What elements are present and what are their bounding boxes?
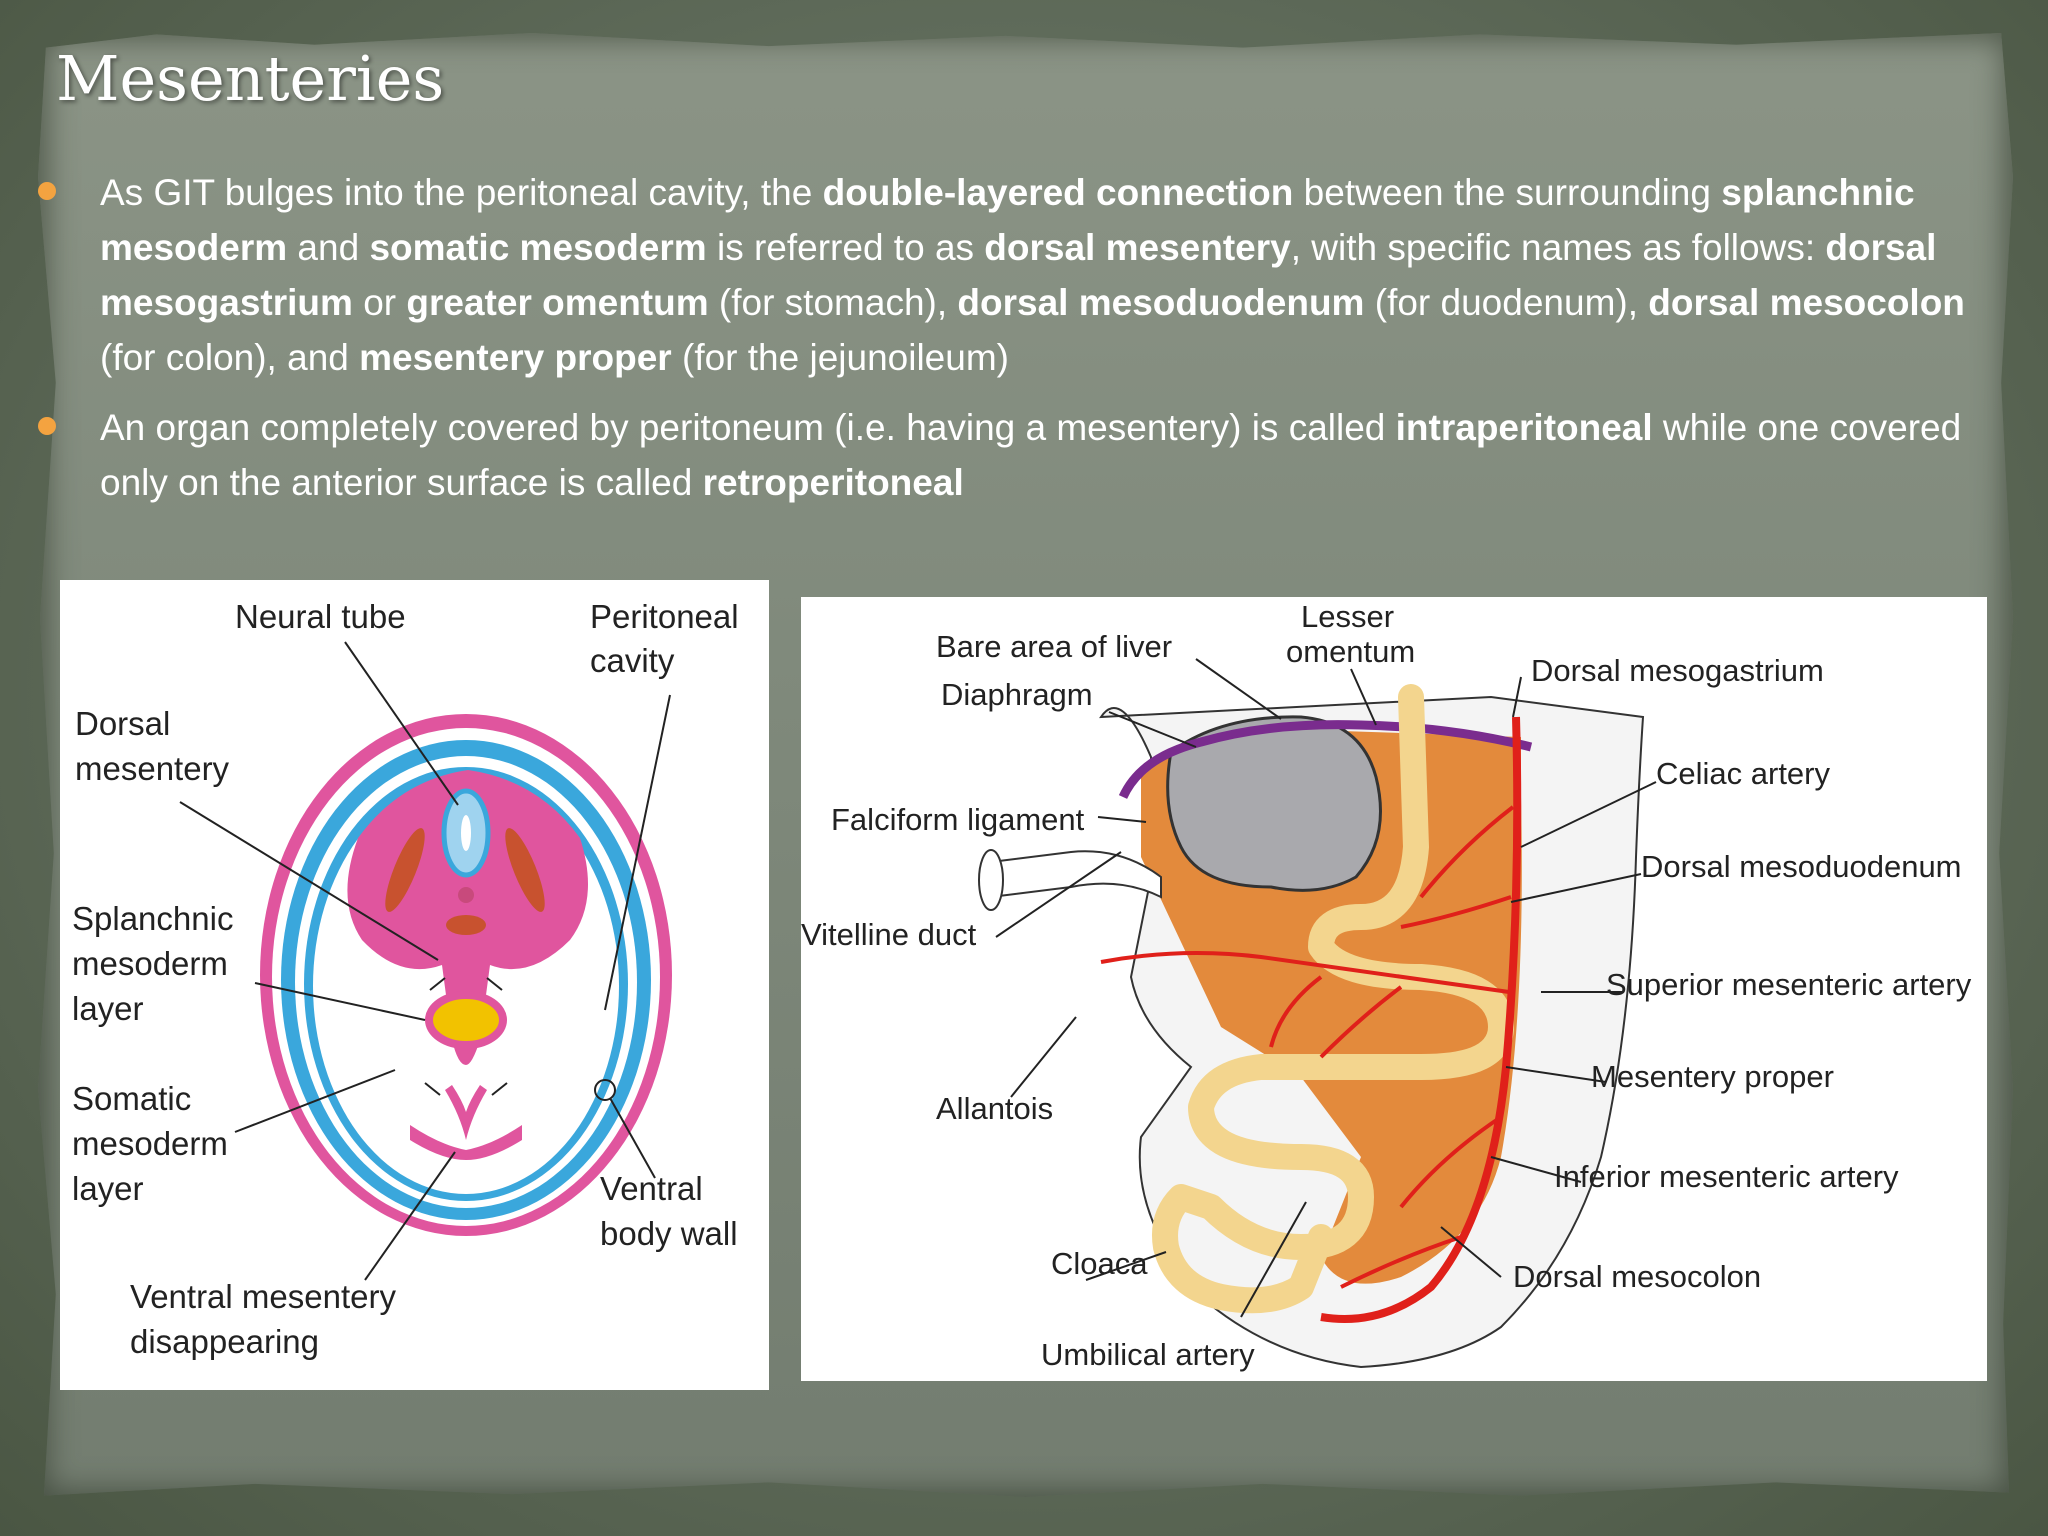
- ventral-mesentery: [410, 1125, 522, 1160]
- bold-term: splanchnic mesoderm: [100, 172, 1915, 268]
- label-ventral-mesentery-2: disappearing: [130, 1323, 319, 1360]
- label-dorsal-mesocolon: Dorsal mesocolon: [1513, 1259, 1761, 1294]
- label-peritoneal-cavity-2: cavity: [590, 642, 675, 679]
- sagittal-diagram: Bare area of liver Lesser omentum Diaphr…: [801, 599, 1972, 1372]
- label-bare-area: Bare area of liver: [936, 629, 1172, 664]
- label-somatic-2: mesoderm: [72, 1125, 228, 1162]
- bold-term: dorsal mesocolon: [1648, 282, 1965, 323]
- label-somatic: Somatic: [72, 1080, 191, 1117]
- gut-tube: [1152, 684, 1514, 1314]
- bullet-text-segment: (for stomach),: [708, 282, 958, 323]
- bullet-text-segment: and: [287, 227, 370, 268]
- bullet-text: An organ completely covered by peritoneu…: [100, 407, 1961, 503]
- bullet-text-segment: while one covered only on the anterior s…: [100, 407, 1962, 503]
- label-celiac: Celiac artery: [1656, 756, 1830, 791]
- bullet-text-segment: or: [352, 282, 407, 323]
- liver: [1166, 715, 1382, 892]
- somite-left: [385, 828, 425, 912]
- bullet-dot-icon: [38, 182, 56, 200]
- label-dorsal-mesentery-2: mesentery: [75, 750, 230, 787]
- bold-term: mesentery proper: [359, 337, 672, 378]
- bullet-text-segment: (for the jejunoileum): [671, 337, 1009, 378]
- label-dorsal-mesentery: Dorsal: [75, 705, 170, 742]
- bullet-dot-icon: [38, 417, 56, 435]
- bold-term: retroperitoneal: [702, 462, 964, 503]
- label-lesser-omentum: Lesser: [1301, 599, 1394, 634]
- bold-term: intraperitoneal: [1395, 407, 1653, 448]
- bold-term: dorsal mesentery: [984, 227, 1291, 268]
- label-cloaca: Cloaca: [1051, 1246, 1148, 1281]
- label-ventral-body-wall: Ventral: [600, 1170, 703, 1207]
- label-mesentery-proper: Mesentery proper: [1591, 1059, 1834, 1094]
- bullet-text-segment: between the surrounding: [1293, 172, 1722, 213]
- artery-branches: [1100, 805, 1515, 1289]
- label-peritoneal-cavity: Peritoneal: [590, 598, 739, 635]
- label-sma: Superior mesenteric artery: [1606, 967, 1972, 1002]
- bullet-text-segment: (for duodenum),: [1364, 282, 1649, 323]
- label-vitelline: Vitelline duct: [801, 917, 977, 952]
- label-splanchnic-3: layer: [72, 990, 144, 1027]
- diaphragm-line: [1118, 720, 1533, 799]
- label-falciform: Falciform ligament: [831, 802, 1085, 837]
- bullet-point-1: As GIT bulges into the peritoneal cavity…: [38, 165, 2000, 385]
- bullet-text: As GIT bulges into the peritoneal cavity…: [100, 172, 1965, 378]
- label-ventral-mesentery: Ventral mesentery: [130, 1278, 396, 1315]
- somite-right: [505, 828, 545, 912]
- cross-section-figure: Neural tube Peritoneal cavity Dorsal mes…: [60, 580, 769, 1390]
- bold-term: dorsal mesoduodenum: [957, 282, 1365, 323]
- sagittal-figure: Bare area of liver Lesser omentum Diaphr…: [801, 597, 1987, 1381]
- label-ventral-body-wall-2: body wall: [600, 1215, 738, 1252]
- bullet-point-2: An organ completely covered by peritoneu…: [38, 400, 2000, 510]
- label-lesser-omentum-2: omentum: [1286, 634, 1415, 669]
- bullet-text-segment: is referred to as: [706, 227, 985, 268]
- vitelline-duct-shape: [990, 850, 1162, 899]
- label-neural-tube: Neural tube: [235, 598, 406, 635]
- gut-tube: [425, 991, 507, 1049]
- label-splanchnic-2: mesoderm: [72, 945, 228, 982]
- bullet-text-segment: As GIT bulges into the peritoneal cavity…: [100, 172, 823, 213]
- bullet-text-segment: , with specific names as follows:: [1290, 227, 1826, 268]
- slide-title: Mesenteries: [56, 42, 445, 115]
- leader-lines: [995, 658, 1657, 1318]
- label-splanchnic: Splanchnic: [72, 900, 233, 937]
- label-diaphragm: Diaphragm: [941, 677, 1093, 712]
- flow-arrows: [424, 977, 508, 1096]
- aorta: [446, 915, 486, 935]
- bold-term: somatic mesoderm: [369, 227, 707, 268]
- label-somatic-3: layer: [72, 1170, 144, 1207]
- label-dorsal-mesogastrium: Dorsal mesogastrium: [1531, 653, 1824, 688]
- bullet-text-segment: (for colon), and: [100, 337, 360, 378]
- bold-term: greater omentum: [406, 282, 709, 323]
- bold-term: dorsal mesogastrium: [100, 227, 1937, 323]
- label-ima: Inferior mesenteric artery: [1554, 1159, 1899, 1194]
- cross-section-diagram: Neural tube Peritoneal cavity Dorsal mes…: [72, 598, 739, 1360]
- label-allantois: Allantois: [936, 1091, 1053, 1126]
- label-umbilical: Umbilical artery: [1041, 1337, 1255, 1372]
- dorsal-aorta: [1320, 716, 1522, 1323]
- bullet-text-segment: An organ completely covered by peritoneu…: [100, 407, 1396, 448]
- bold-term: double-layered connection: [822, 172, 1294, 213]
- notochord: [458, 887, 474, 903]
- label-dorsal-mesoduodenum: Dorsal mesoduodenum: [1641, 849, 1962, 884]
